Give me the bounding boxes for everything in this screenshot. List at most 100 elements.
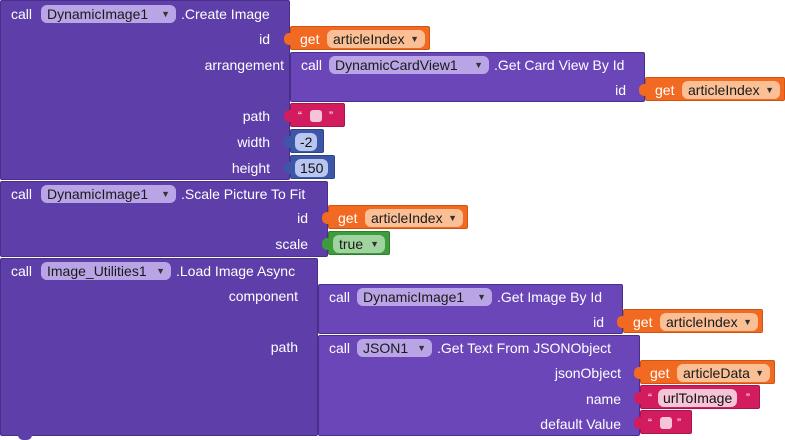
variable-name: articleIndex xyxy=(666,314,738,330)
empty-text-block[interactable]: “ ” xyxy=(284,103,345,127)
get-text-from-jsonobject-block[interactable]: call JSON1▼ .Get Text From JSONObject js… xyxy=(318,335,640,436)
close-quote: ” xyxy=(329,109,333,123)
variable-name: articleData xyxy=(683,365,750,381)
call-keyword: call xyxy=(301,57,323,73)
empty-text-block[interactable]: “ ” xyxy=(634,410,692,434)
dropdown-arrow-icon: ▼ xyxy=(448,213,457,223)
arrangement-socket-label: arrangement xyxy=(204,57,284,73)
component-dropdown[interactable]: DynamicImage1 ▼ xyxy=(41,185,176,203)
call-keyword: call xyxy=(11,263,33,279)
call-keyword: call xyxy=(329,289,351,305)
dropdown-arrow-icon: ▼ xyxy=(410,34,419,44)
open-quote: “ xyxy=(298,109,302,123)
call-keyword: call xyxy=(11,186,33,202)
scale-socket-label: scale xyxy=(275,236,308,252)
close-quote: ” xyxy=(677,416,681,430)
number-field[interactable]: 150 xyxy=(295,159,329,177)
id-socket-label: id xyxy=(259,31,270,47)
variable-name: articleIndex xyxy=(333,31,405,47)
variable-dropdown[interactable]: articleIndex ▼ xyxy=(365,209,463,227)
socket-tab xyxy=(634,417,643,429)
boolean-dropdown[interactable]: true ▼ xyxy=(333,235,385,253)
socket-tab xyxy=(322,212,331,224)
close-quote: ” xyxy=(746,391,750,405)
socket-tab xyxy=(639,84,648,96)
text-field[interactable]: urlToImage xyxy=(658,389,738,407)
dropdown-arrow-icon: ▼ xyxy=(743,317,752,327)
path-socket-label: path xyxy=(270,339,298,355)
get-image-by-id-block[interactable]: call DynamicImage1▼ .Get Image By Id id xyxy=(318,284,623,334)
variable-dropdown[interactable]: articleData ▼ xyxy=(677,364,770,382)
variable-name: articleIndex xyxy=(688,82,760,98)
get-articleindex-block[interactable]: get articleIndex ▼ xyxy=(284,26,430,50)
method-name: .Get Text From JSONObject xyxy=(437,340,612,356)
open-quote: “ xyxy=(648,391,652,405)
socket-tab xyxy=(284,162,293,174)
component-dropdown[interactable]: JSON1 ▼ xyxy=(357,339,432,357)
socket-tab xyxy=(634,367,643,379)
socket-tab xyxy=(634,392,643,404)
dropdown-arrow-icon: ▼ xyxy=(477,292,486,302)
get-articleindex-block[interactable]: get articleIndex▼ xyxy=(639,77,785,101)
get-keyword: get xyxy=(338,210,358,226)
get-keyword: get xyxy=(655,82,675,98)
number-block[interactable]: 150 xyxy=(284,155,335,179)
id-socket-label: id xyxy=(615,82,626,98)
component-name: DynamicImage1 xyxy=(47,6,149,22)
variable-dropdown[interactable]: articleIndex ▼ xyxy=(660,313,758,331)
method-name: .Scale Picture To Fit xyxy=(181,186,306,202)
method-name: .Create Image xyxy=(181,6,270,22)
dropdown-arrow-icon: ▼ xyxy=(370,239,379,249)
load-image-async-block[interactable]: call Image_Utilities1 ▼ .Load Image Async… xyxy=(0,258,318,436)
default-value-socket-label: default Value xyxy=(540,416,621,432)
empty-text-field[interactable] xyxy=(310,110,322,122)
socket-tab xyxy=(284,136,293,148)
component-socket-label: component xyxy=(228,288,298,304)
variable-name: articleIndex xyxy=(371,210,443,226)
dropdown-arrow-icon: ▼ xyxy=(161,189,170,199)
boolean-block[interactable]: true ▼ xyxy=(322,231,390,255)
component-dropdown[interactable]: Image_Utilities1 ▼ xyxy=(41,262,171,280)
empty-text-field[interactable] xyxy=(660,417,672,429)
get-articledata-block[interactable]: get articleData ▼ xyxy=(634,360,775,384)
get-card-view-block[interactable]: call DynamicCardView1 ▼ .Get Card View By… xyxy=(290,52,645,102)
id-socket-label: id xyxy=(297,210,308,226)
component-name: DynamicCardView1 xyxy=(335,57,458,73)
socket-tab xyxy=(322,238,331,250)
socket-tab xyxy=(284,110,293,122)
component-name: DynamicImage1 xyxy=(363,289,465,305)
get-keyword: get xyxy=(633,314,653,330)
method-name: .Get Card View By Id xyxy=(494,57,625,73)
dropdown-arrow-icon: ▼ xyxy=(755,368,764,378)
dropdown-arrow-icon: ▼ xyxy=(417,343,426,353)
number-block[interactable]: -2 xyxy=(284,129,324,153)
dropdown-arrow-icon: ▼ xyxy=(161,9,170,19)
component-dropdown[interactable]: DynamicImage1 ▼ xyxy=(357,288,492,306)
component-name: DynamicImage1 xyxy=(47,186,149,202)
height-socket-label: height xyxy=(231,160,270,176)
create-image-block[interactable]: call DynamicImage1▼ .Create Image id arr… xyxy=(0,0,290,180)
call-keyword: call xyxy=(329,340,351,356)
scale-picture-block[interactable]: call DynamicImage1 ▼ .Scale Picture To Fi… xyxy=(0,181,328,257)
method-name: .Load Image Async xyxy=(176,263,296,279)
dropdown-arrow-icon: ▼ xyxy=(156,266,165,276)
component-dropdown[interactable]: DynamicCardView1 ▼ xyxy=(329,56,489,74)
dropdown-arrow-icon: ▼ xyxy=(474,60,483,70)
number-field[interactable]: -2 xyxy=(295,133,318,151)
get-articleindex-block[interactable]: get articleIndex ▼ xyxy=(322,205,468,229)
get-keyword: get xyxy=(650,365,670,381)
get-articleindex-block[interactable]: get articleIndex ▼ xyxy=(617,309,763,333)
text-block[interactable]: “ urlToImage ” xyxy=(634,385,760,409)
component-name: JSON1 xyxy=(363,340,409,356)
variable-dropdown[interactable]: articleIndex ▼ xyxy=(327,30,425,48)
width-socket-label: width xyxy=(237,134,270,150)
boolean-value: true xyxy=(339,236,364,252)
get-keyword: get xyxy=(300,31,320,47)
variable-dropdown[interactable]: articleIndex▼ xyxy=(682,81,780,99)
next-connector xyxy=(18,434,32,440)
component-dropdown[interactable]: DynamicImage1 ▼ xyxy=(41,5,176,23)
name-socket-label: name xyxy=(585,391,621,407)
component-name: Image_Utilities1 xyxy=(47,263,147,279)
socket-tab xyxy=(284,33,293,45)
method-name: .Get Image By Id xyxy=(497,289,603,305)
